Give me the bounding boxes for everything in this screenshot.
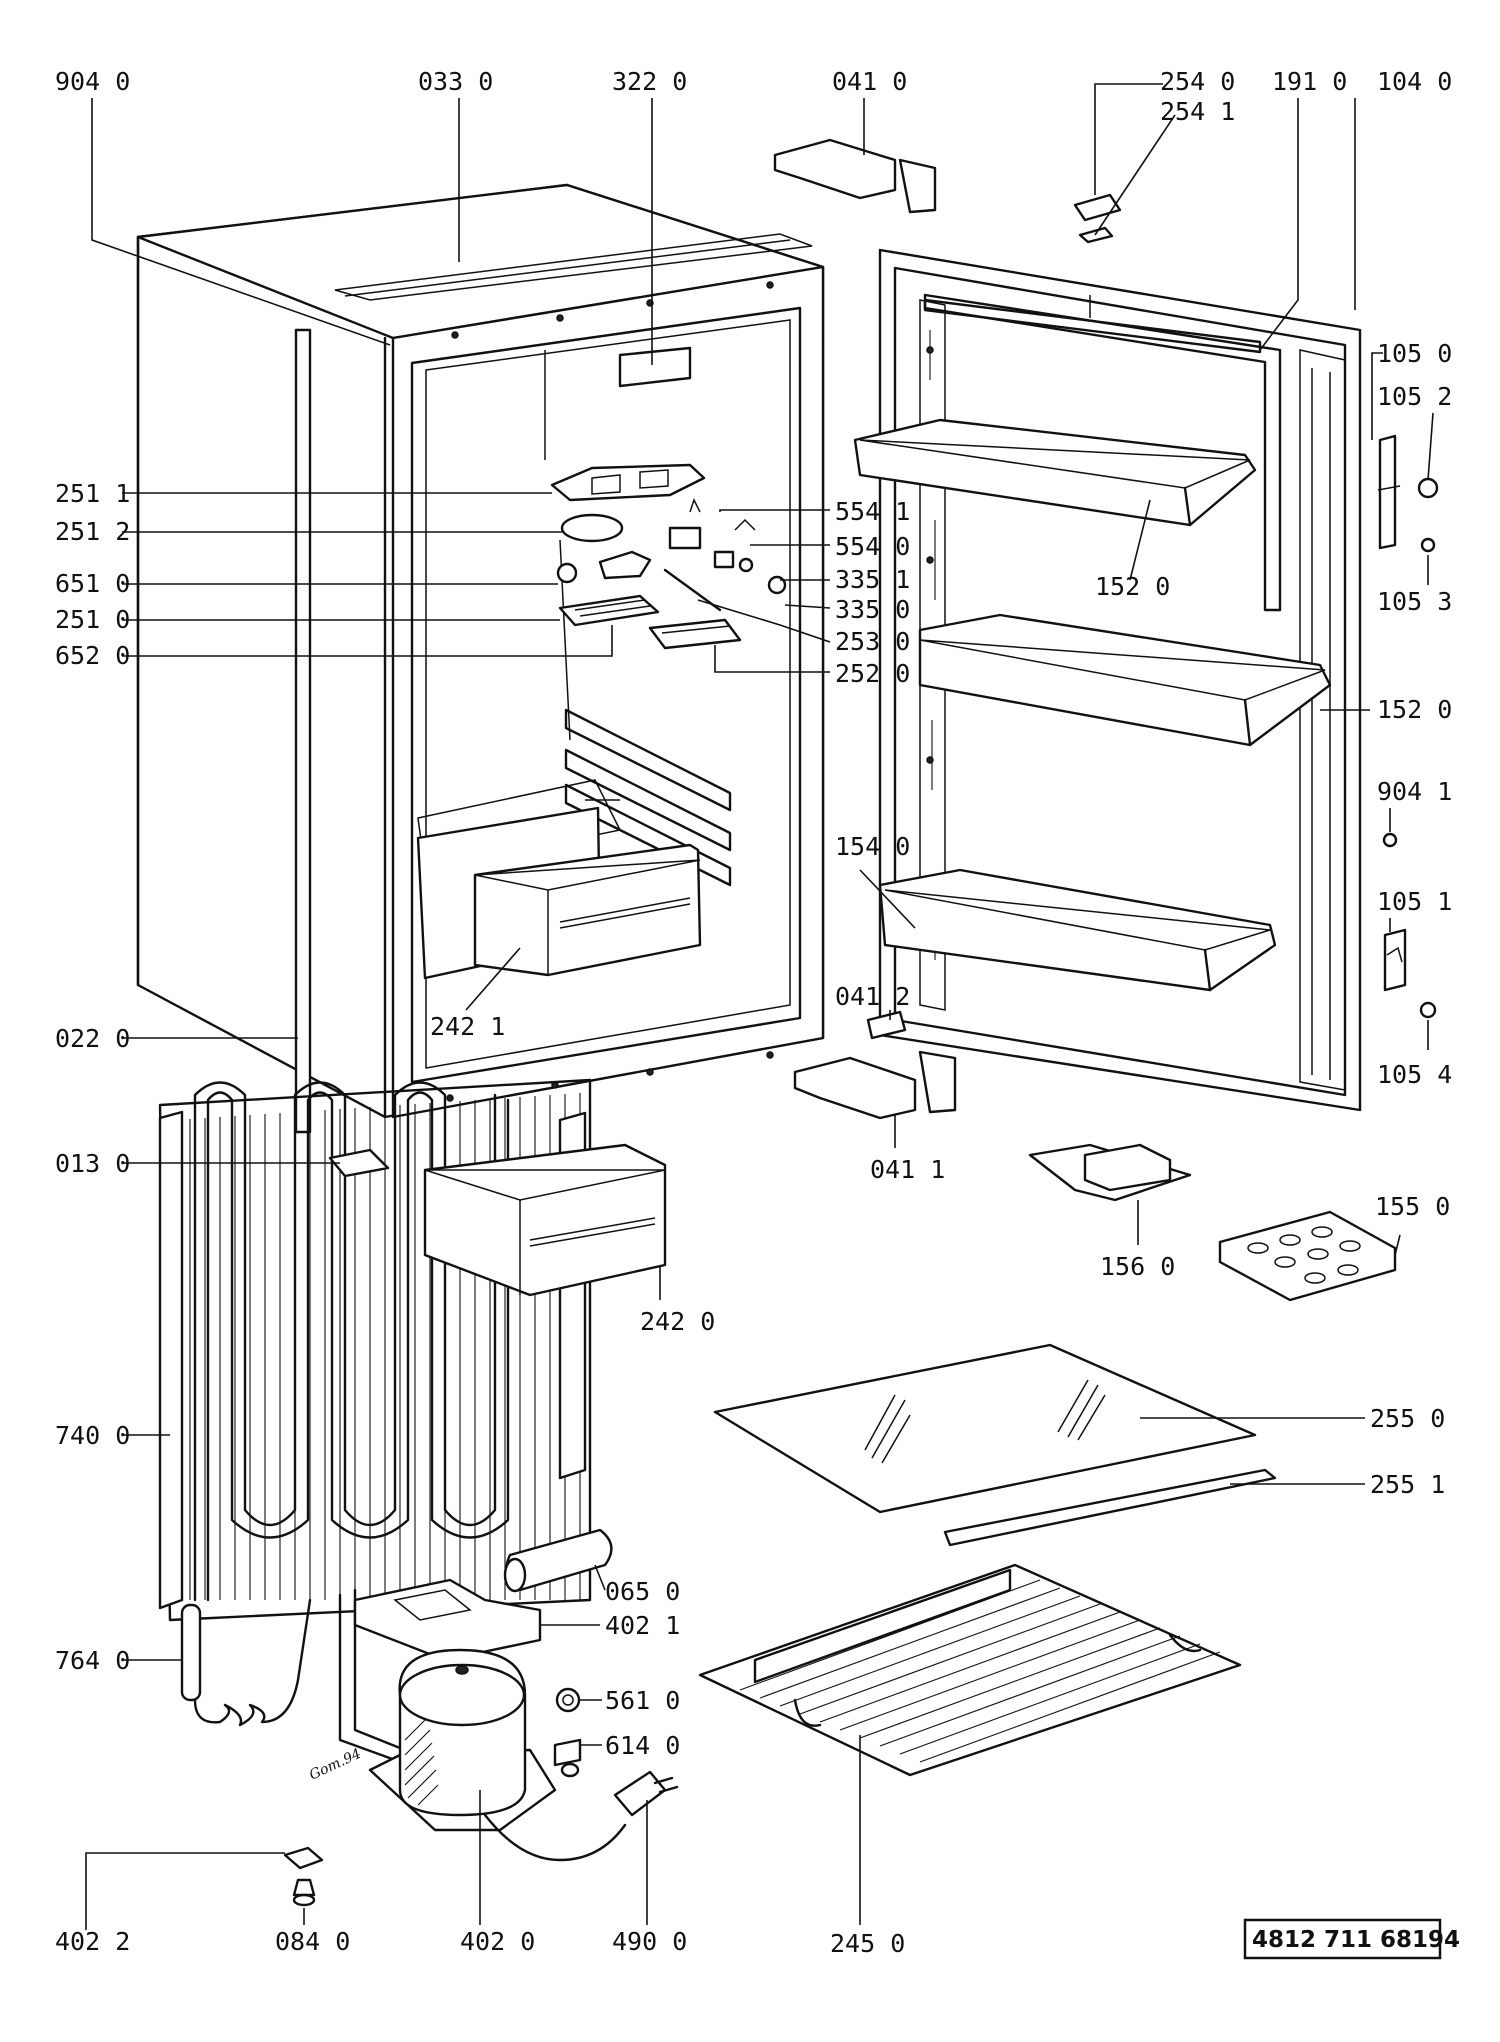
label-561-0: 561 0 bbox=[605, 1686, 680, 1715]
label-251-2: 251 2 bbox=[55, 517, 130, 546]
trim-strip bbox=[294, 328, 312, 1134]
label-253-0: 253 0 bbox=[835, 627, 910, 656]
hinge-top bbox=[773, 138, 937, 214]
label-614-0: 614 0 bbox=[605, 1731, 680, 1760]
egg-tray bbox=[1218, 1210, 1397, 1302]
cabinet bbox=[136, 183, 825, 1119]
label-904-0: 904 0 bbox=[55, 67, 130, 96]
label-252-0: 252 0 bbox=[835, 659, 910, 688]
label-554-0: 554 0 bbox=[835, 532, 910, 561]
door bbox=[853, 248, 1362, 1112]
part-labels: 904 0 033 0 322 0 041 0 254 0 254 1 191 … bbox=[55, 67, 1452, 1958]
label-251-0: 251 0 bbox=[55, 605, 130, 634]
label-156-0: 156 0 bbox=[1100, 1252, 1175, 1281]
label-651-0: 651 0 bbox=[55, 569, 130, 598]
label-764-0: 764 0 bbox=[55, 1646, 130, 1675]
label-084-0: 084 0 bbox=[275, 1927, 350, 1956]
label-105-1: 105 1 bbox=[1377, 887, 1452, 916]
label-154-0: 154 0 bbox=[835, 832, 910, 861]
label-402-0: 402 0 bbox=[460, 1927, 535, 1956]
label-152-0-middle: 152 0 bbox=[1377, 695, 1452, 724]
label-402-2: 402 2 bbox=[55, 1927, 130, 1956]
label-033-0: 033 0 bbox=[418, 67, 493, 96]
label-155-0: 155 0 bbox=[1375, 1192, 1450, 1221]
label-065-0: 065 0 bbox=[605, 1577, 680, 1606]
door-stop-parts bbox=[1377, 434, 1439, 1019]
document-number-box: 4812 711 68194 bbox=[1243, 1918, 1460, 1960]
hinge-bottom bbox=[793, 1010, 957, 1120]
label-255-1: 255 1 bbox=[1370, 1470, 1445, 1499]
label-245-0: 245 0 bbox=[830, 1929, 905, 1958]
document-number: 4812 711 68194 bbox=[1252, 1927, 1460, 1953]
label-105-2: 105 2 bbox=[1377, 382, 1452, 411]
label-904-1: 904 1 bbox=[1377, 777, 1452, 806]
label-251-1: 251 1 bbox=[55, 479, 130, 508]
label-013-0: 013 0 bbox=[55, 1149, 130, 1178]
condenser bbox=[158, 1078, 667, 1762]
glass-shelf bbox=[713, 1343, 1277, 1547]
label-022-0: 022 0 bbox=[55, 1024, 130, 1053]
wire-shelf bbox=[698, 1563, 1242, 1777]
label-254-1: 254 1 bbox=[1160, 97, 1235, 126]
label-105-0: 105 0 bbox=[1377, 339, 1452, 368]
label-242-1: 242 1 bbox=[430, 1012, 505, 1041]
label-191-0: 191 0 bbox=[1272, 67, 1347, 96]
label-402-1: 402 1 bbox=[605, 1611, 680, 1640]
label-152-0-upper: 152 0 bbox=[1095, 572, 1170, 601]
label-254-0: 254 0 bbox=[1160, 67, 1235, 96]
label-041-1: 041 1 bbox=[870, 1155, 945, 1184]
label-652-0: 652 0 bbox=[55, 641, 130, 670]
handle-cap bbox=[1073, 193, 1122, 244]
label-041-2: 041 2 bbox=[835, 982, 910, 1011]
label-255-0: 255 0 bbox=[1370, 1404, 1445, 1433]
compressor bbox=[283, 1528, 679, 1907]
label-554-1: 554 1 bbox=[835, 497, 910, 526]
label-105-3: 105 3 bbox=[1377, 587, 1452, 616]
label-104-0: 104 0 bbox=[1377, 67, 1452, 96]
signature-mark: Gom.94 bbox=[307, 1746, 364, 1784]
label-740-0: 740 0 bbox=[55, 1421, 130, 1450]
label-335-0: 335 0 bbox=[835, 595, 910, 624]
butter-dish bbox=[1028, 1143, 1192, 1202]
label-105-4: 105 4 bbox=[1377, 1060, 1452, 1089]
label-041-0: 041 0 bbox=[832, 67, 907, 96]
label-242-0: 242 0 bbox=[640, 1307, 715, 1336]
label-322-0: 322 0 bbox=[612, 67, 687, 96]
leader-lines bbox=[85, 83, 1434, 1930]
label-490-0: 490 0 bbox=[612, 1927, 687, 1956]
label-335-1: 335 1 bbox=[835, 565, 910, 594]
